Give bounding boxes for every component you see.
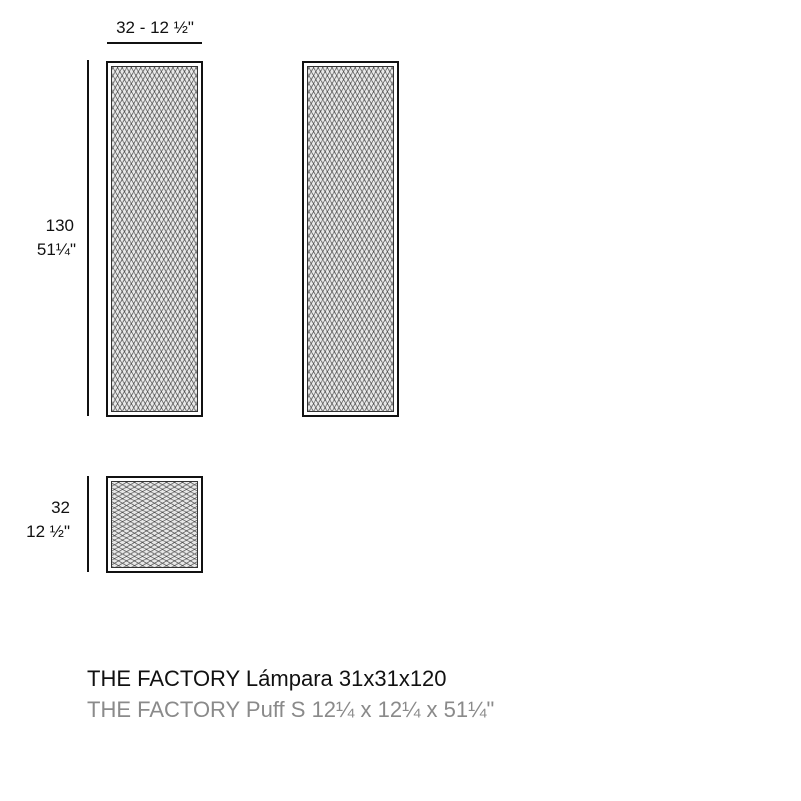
top-plan-drawing [106,476,203,573]
width-dimension-line [107,42,202,44]
front-elevation-drawing [106,61,203,417]
mesh-pattern [307,66,394,412]
mesh-pattern [111,66,198,412]
depth-dimension-line [87,476,89,572]
height-in-label: 51¼" [36,240,76,259]
height-cm-label: 130 [45,216,74,235]
caption-secondary: THE FACTORY Puff S 12¼ x 12¼ x 51¼" [87,697,495,722]
caption-primary: THE FACTORY Lámpara 31x31x120 [87,666,447,691]
depth-cm-label: 32 [51,498,70,517]
mesh-pattern [111,481,198,568]
side-elevation-drawing [302,61,399,417]
width-dimension-label: 32 - 12 ½" [116,18,194,37]
height-dimension-line [87,60,89,416]
depth-in-label: 12 ½" [26,522,70,541]
